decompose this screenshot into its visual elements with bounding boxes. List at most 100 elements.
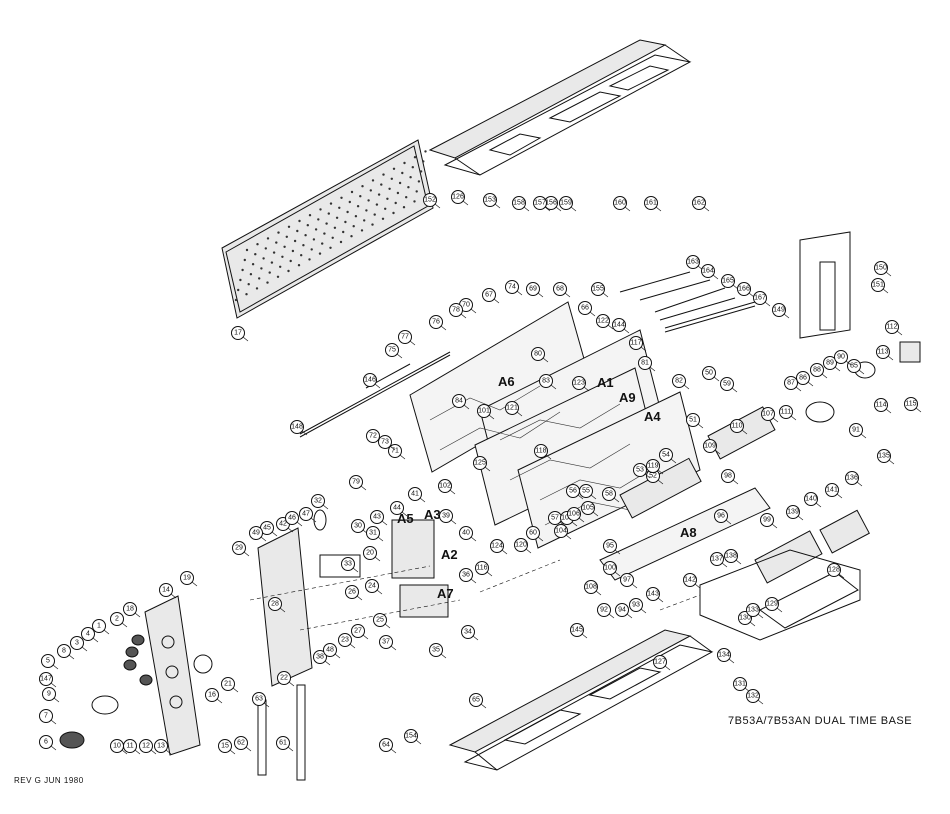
callout-136: 136 [845,471,863,487]
perforation-hole [302,244,305,247]
callout-60: 60 [526,526,544,542]
callout-112: 112 [885,320,903,336]
callout-number: 27 [354,628,362,635]
perforation-hole [344,220,347,224]
callout-61: 61 [276,736,294,752]
perforation-hole [260,267,263,270]
callout-101: 101 [477,404,495,420]
callout-number: 93 [632,602,640,609]
callout-number: 143 [647,591,659,598]
callout-number: 10 [113,743,121,750]
callout-number: 5 [46,658,50,665]
callout-25: 25 [373,613,391,629]
callout-number: 124 [491,543,503,550]
callout-87: 87 [784,376,802,392]
perforation-hole [363,219,366,222]
callout-bubble [779,405,793,419]
assembly-label: A8 [680,525,697,540]
callout-number: 21 [224,681,232,688]
callout-84: 84 [452,394,470,410]
callout-number: 120 [515,542,527,549]
callout-bubble [323,643,337,657]
callout-bubble [597,603,611,617]
callout-161: 161 [644,196,662,212]
callout-59: 59 [720,377,738,393]
perforation-hole [270,261,274,264]
callout-number: 67 [485,292,493,299]
callout-13: 13 [154,739,172,755]
callout-137: 137 [710,552,728,568]
callout-bubble [646,587,660,601]
callout-number: 166 [738,286,750,293]
perforation-hole [405,196,408,199]
callout-number: 28 [271,601,279,608]
perforation-hole [243,258,246,262]
callout-bubble [512,196,526,210]
callout-bubble [620,573,634,587]
callout-146: 146 [363,373,381,389]
perforation-hole [346,210,349,214]
assembly-label: A6 [498,374,515,389]
callout-bubble [692,196,706,210]
perforation-hole [390,177,393,180]
callout-127: 127 [653,655,671,671]
callout-number: 133 [747,607,759,614]
perforation-hole [384,207,387,210]
callout-number: 121 [506,405,518,412]
callout-bubble [825,483,839,497]
callout-bubble [482,288,496,302]
callout-118: 118 [534,444,552,460]
callout-bubble [534,444,548,458]
callout-number: 44 [393,505,401,512]
perforation-hole [398,181,402,185]
callout-bubble [584,580,598,594]
callout-81: 81 [638,356,656,372]
diagram-title: 7B53A/7B53AN DUAL TIME BASE [728,715,913,727]
callout-bubble [772,303,786,317]
callout-bubble [57,644,71,658]
callout-141: 141 [825,483,843,499]
callout-number: 129 [766,601,778,608]
perforation-hole [251,263,255,266]
callout-bubble [644,196,658,210]
callout-135: 135 [877,449,895,465]
callout-bubble [379,738,393,752]
callout-number: 162 [693,200,705,207]
callout-number: 107 [762,411,774,418]
perforation-hole [268,271,271,274]
callout-number: 95 [606,543,614,550]
callout-number: 19 [183,575,191,582]
callout-number: 132 [747,693,759,700]
callout-bubble [514,538,528,552]
callout-number: 106 [568,511,580,518]
callout-number: 40 [462,530,470,537]
callout-number: 50 [705,370,713,377]
callout-bubble [714,509,728,523]
callout-bubble [629,598,643,612]
callout-bubble [613,196,627,210]
callout-bubble [277,671,291,685]
callout-number: 157 [534,200,546,207]
callout-number: 39 [442,513,450,520]
callout-number: 13 [157,743,165,750]
assembly-label: A1 [597,375,614,390]
callout-bubble [370,510,384,524]
perforated-shield [221,139,434,319]
callout-number: 45 [263,525,271,532]
callout-bubble [439,509,453,523]
callout-bubble [338,633,352,647]
callout-bubble [526,526,540,540]
callout-151: 151 [871,278,889,294]
callout-number: 76 [432,319,440,326]
perforation-hole [272,251,276,254]
a8-assembly [599,406,870,641]
callout-number: 38 [316,654,324,661]
callout-bubble [477,404,491,418]
callout-bubble [390,501,404,515]
callout-number: 32 [314,498,322,505]
callout-bubble [874,398,888,412]
callout-107: 107 [761,407,779,423]
callout-113: 113 [876,345,894,361]
perforation-hole [417,180,421,183]
